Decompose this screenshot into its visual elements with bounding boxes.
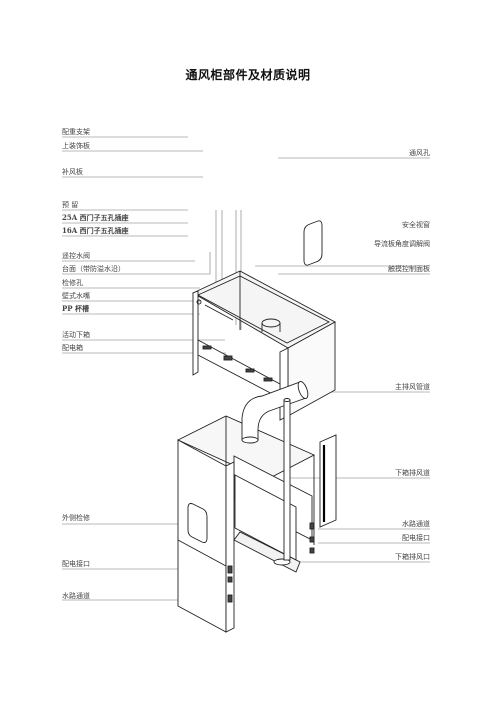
- port-slot: [309, 522, 315, 530]
- port-slot: [309, 547, 315, 554]
- label-movable-lower-cabinet: 活动下箱: [62, 331, 90, 339]
- label-distribution-box: 配电箱: [62, 344, 83, 352]
- label-16a-socket: 16A 西门子五孔插座: [62, 226, 129, 235]
- label-water-channel-right: 水路通道: [402, 520, 430, 528]
- panel-seam: [177, 539, 227, 567]
- label-makeup-air-panel: 补风板: [62, 168, 83, 176]
- safety-window-part: [303, 220, 323, 266]
- main-exhaust-duct-part: [241, 380, 309, 561]
- label-wall-faucet: 壁式水嘴: [62, 292, 90, 300]
- label-outer-service: 外侧检修: [62, 514, 90, 522]
- label-reserved: 预 留: [62, 201, 79, 209]
- lower-cabinet: [176, 415, 337, 633]
- top-inner-edge: [196, 275, 330, 344]
- label-remote-water-valve: 遥控水阀: [62, 252, 90, 260]
- label-touch-control-panel: 触摸控制面板: [388, 265, 430, 273]
- lower-exhaust-pipe: [283, 399, 291, 561]
- front-post: [225, 461, 235, 633]
- exhaust-outlet: [273, 558, 291, 566]
- label-worktop: 台面（带防溢水沿）: [62, 265, 125, 273]
- right-side-strip: [319, 434, 337, 528]
- inner-edge: [204, 304, 234, 321]
- label-vent-hole: 通风孔: [409, 149, 430, 157]
- screw: [196, 299, 202, 305]
- duct-elbow: [241, 381, 307, 441]
- duct-base: [241, 436, 259, 444]
- duct-end: [297, 380, 309, 400]
- label-main-exhaust-duct: 主排风管道: [395, 383, 430, 391]
- port-slot: [227, 594, 233, 603]
- vent-slot: [263, 377, 273, 382]
- port-slot: [227, 576, 233, 583]
- label-service-hole: 检修孔: [62, 279, 83, 287]
- port-slot: [309, 536, 315, 543]
- port-slot: [227, 565, 233, 574]
- leader-line: [62, 252, 211, 275]
- label-power-interface-right: 配电接口: [402, 534, 430, 542]
- vent-slot: [245, 368, 255, 373]
- label-lower-exhaust-outlet: 下箱排风口: [395, 553, 430, 561]
- label-counterweight-bracket: 配重支架: [62, 128, 90, 136]
- vent-slot: [202, 345, 212, 350]
- label-pp-cup-sink: PP 杯槽: [62, 304, 89, 313]
- label-water-channel-left: 水路通道: [62, 592, 90, 600]
- label-25a-socket: 25A 西门子五孔插座: [62, 213, 129, 222]
- left-front-post: [192, 290, 199, 376]
- label-lower-exhaust-channel: 下箱排风道: [395, 469, 430, 477]
- safety-window: [303, 220, 323, 266]
- label-power-interface-left: 配电接口: [62, 560, 90, 568]
- label-safety-window: 安全视窗: [402, 221, 430, 229]
- label-upper-decorative-panel: 上装饰板: [62, 142, 90, 150]
- pipe-top: [283, 398, 291, 402]
- outer-service-panel: [187, 503, 208, 543]
- page-title: 通风柜部件及材质说明: [185, 68, 311, 82]
- label-baffle-angle-valve: 导流板角度调解阀: [374, 240, 430, 248]
- vent-slot: [223, 355, 233, 361]
